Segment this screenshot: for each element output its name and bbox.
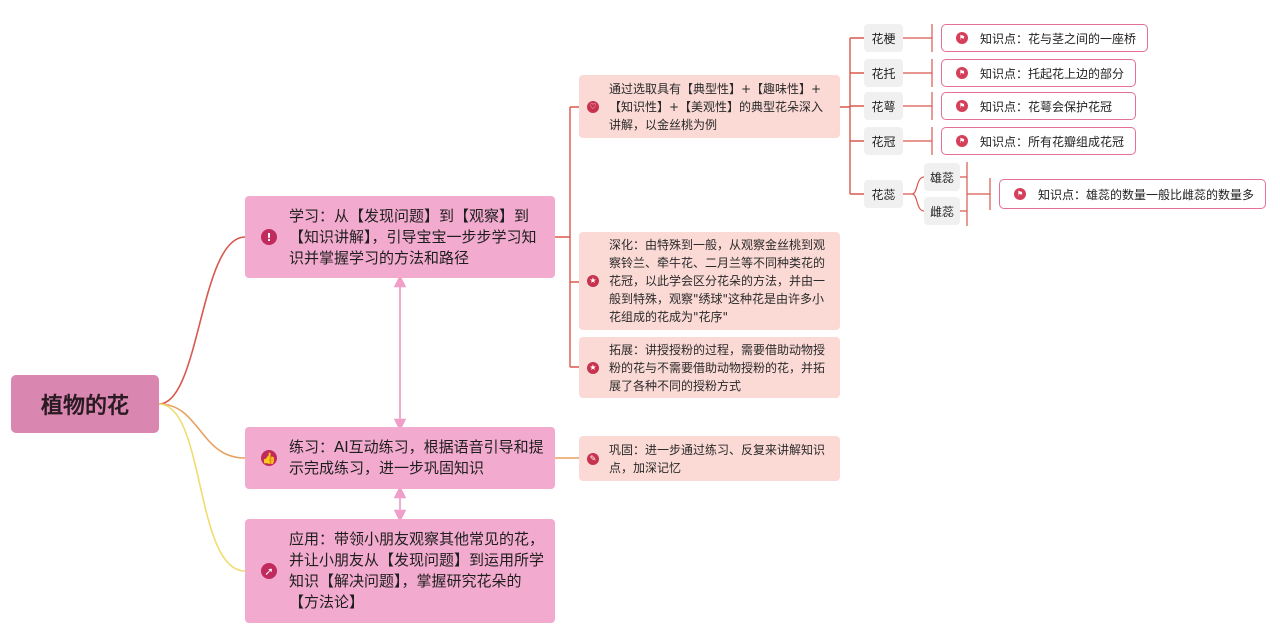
branch-apply[interactable]: ➚ 应用：带领小朋友观察其他常见的花，并让小朋友从【发现问题】到运用所学知识【解… [245,519,555,623]
link-kp-5 [960,162,991,226]
flag-icon: ⚑ [956,67,968,79]
branch-practice-label: 练习：AI互动练习，根据语音引导和提示完成练习，进一步巩固知识 [289,438,544,477]
flag-icon: ⚑ [956,135,968,147]
knowledge-corolla-label: 知识点：所有花瓣组成花冠 [980,134,1125,149]
flag-icon: ⚑ [956,100,968,112]
flag-icon: ⚑ [1014,188,1026,200]
star-icon: ★ [587,361,599,374]
knowledge-calyx-label: 知识点：花萼会保护花冠 [980,99,1113,114]
knowledge-pedicel-label: 知识点：花与茎之间的一座桥 [980,31,1137,46]
memo-icon: ✎ [587,452,599,465]
topic-consolidate-label: 巩固：进一步通过练习、反复来讲解知识点，加深记忆 [609,442,826,475]
link-kp-1 [903,24,933,52]
link-stamen-pistil [903,176,925,212]
part-stamen-pistil-label: 花蕊 [871,187,896,202]
part-calyx[interactable]: 花萼 [864,92,903,120]
topic-extend[interactable]: ★ 拓展：讲授授粉的过程，需要借助动物授粉的花与不需要借助动物授粉的花，并拓展了… [579,337,840,398]
part-pistil-label: 雌蕊 [929,204,954,219]
part-corolla-label: 花冠 [871,134,896,149]
part-calyx-label: 花萼 [871,99,896,114]
root-topic-label: 植物的花 [40,394,129,419]
part-pistil[interactable]: 雌蕊 [924,197,960,225]
link-kp-4 [903,127,933,155]
flag-icon: ⚑ [956,32,968,44]
topic-extend-label: 拓展：讲授授粉的过程，需要借助动物授粉的花与不需要借助动物授粉的花，并拓展了各种… [609,342,826,393]
knowledge-stamen-pistil-label: 知识点：雄蕊的数量一般比雌蕊的数量多 [1038,187,1255,202]
part-stamen-pistil[interactable]: 花蕊 [864,180,903,208]
knowledge-receptacle-label: 知识点：托起花上边的部分 [980,66,1125,81]
branch-learn[interactable]: ! 学习：从【发现问题】到【观察】到【知识讲解】，引导宝宝一步步学习知识并掌握学… [245,196,555,278]
pin-icon: ➚ [261,563,277,579]
topic-deepen-label: 深化：由特殊到一般，从观察金丝桃到观察铃兰、牵牛花、二月兰等不同种类花的花冠，以… [609,238,826,324]
part-receptacle[interactable]: 花托 [864,59,903,87]
star-icon: ★ [587,275,599,287]
link-learn-children [555,106,579,368]
part-pedicel-label: 花梗 [871,31,896,46]
knowledge-calyx[interactable]: ⚑ 知识点：花萼会保护花冠 [941,92,1136,120]
heart-icon: ♡ [587,100,599,113]
link-parts [840,37,864,195]
link-root-learn [158,236,246,405]
topic-typical-flower[interactable]: ♡ 通过选取具有【典型性】+【趣味性】+【知识性】+【美观性】的典型花朵深入讲解… [579,75,840,138]
link-root-practice [158,403,246,459]
knowledge-corolla[interactable]: ⚑ 知识点：所有花瓣组成花冠 [941,127,1136,155]
branch-apply-label: 应用：带领小朋友观察其他常见的花，并让小朋友从【发现问题】到运用所学知识【解决问… [289,530,545,611]
topic-deepen[interactable]: ★ 深化：由特殊到一般，从观察金丝桃到观察铃兰、牵牛花、二月兰等不同种类花的花冠… [579,232,840,330]
topic-consolidate[interactable]: ✎ 巩固：进一步通过练习、反复来讲解知识点，加深记忆 [579,436,840,481]
part-corolla[interactable]: 花冠 [864,127,903,155]
part-stamen[interactable]: 雄蕊 [924,163,960,191]
part-pedicel[interactable]: 花梗 [864,24,903,52]
part-receptacle-label: 花托 [871,66,896,81]
topic-typical-flower-label: 通过选取具有【典型性】+【趣味性】+【知识性】+【美观性】的典型花朵深入讲解，以… [609,81,824,132]
thumbs-up-icon: 👍 [261,450,277,466]
part-stamen-label: 雄蕊 [929,170,954,185]
branch-practice[interactable]: 👍 练习：AI互动练习，根据语音引导和提示完成练习，进一步巩固知识 [245,427,555,489]
exclamation-icon: ! [261,229,277,245]
root-topic[interactable]: 植物的花 [11,375,159,433]
link-root-apply [158,403,246,572]
knowledge-receptacle[interactable]: ⚑ 知识点：托起花上边的部分 [941,59,1136,87]
branch-learn-label: 学习：从【发现问题】到【观察】到【知识讲解】，引导宝宝一步步学习知识并掌握学习的… [289,206,537,267]
link-kp-3 [903,92,933,120]
link-kp-2 [903,59,933,87]
knowledge-stamen-pistil[interactable]: ⚑ 知识点：雄蕊的数量一般比雌蕊的数量多 [999,179,1266,209]
knowledge-pedicel[interactable]: ⚑ 知识点：花与茎之间的一座桥 [941,24,1148,52]
